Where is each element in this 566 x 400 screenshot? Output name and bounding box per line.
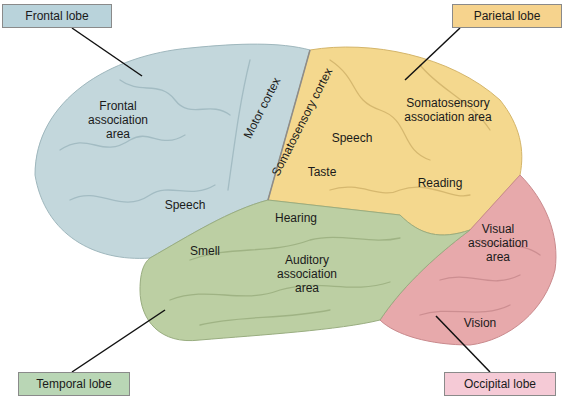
region-label: Taste [297, 165, 347, 179]
region-label: Hearing [266, 211, 326, 225]
lobe-name: Parietal lobe [474, 9, 541, 23]
region-label: Somatosensory association area [398, 96, 498, 124]
region-label: Visual association area [459, 222, 537, 264]
region-label: Smell [180, 244, 230, 258]
lobe-label-box: Parietal lobe [452, 4, 562, 28]
lobe-name: Frontal lobe [25, 9, 88, 23]
lobe-label-box: Temporal lobe [18, 372, 130, 396]
lobe-label-box: Frontal lobe [2, 4, 112, 28]
temporal-lobe-region [140, 200, 470, 341]
region-label: Speech [322, 131, 382, 145]
region-label: Speech [155, 198, 215, 212]
region-label: Vision [450, 316, 510, 330]
region-label: Reading [410, 176, 470, 190]
leader-lines [72, 28, 490, 372]
region-label: Auditory association area [267, 253, 347, 295]
lobe-name: Occipital lobe [464, 377, 536, 391]
region-label: Frontal association area [78, 99, 158, 141]
lobe-label-box: Occipital lobe [444, 372, 556, 396]
gyri-lines [60, 60, 540, 325]
lobe-name: Temporal lobe [36, 377, 111, 391]
